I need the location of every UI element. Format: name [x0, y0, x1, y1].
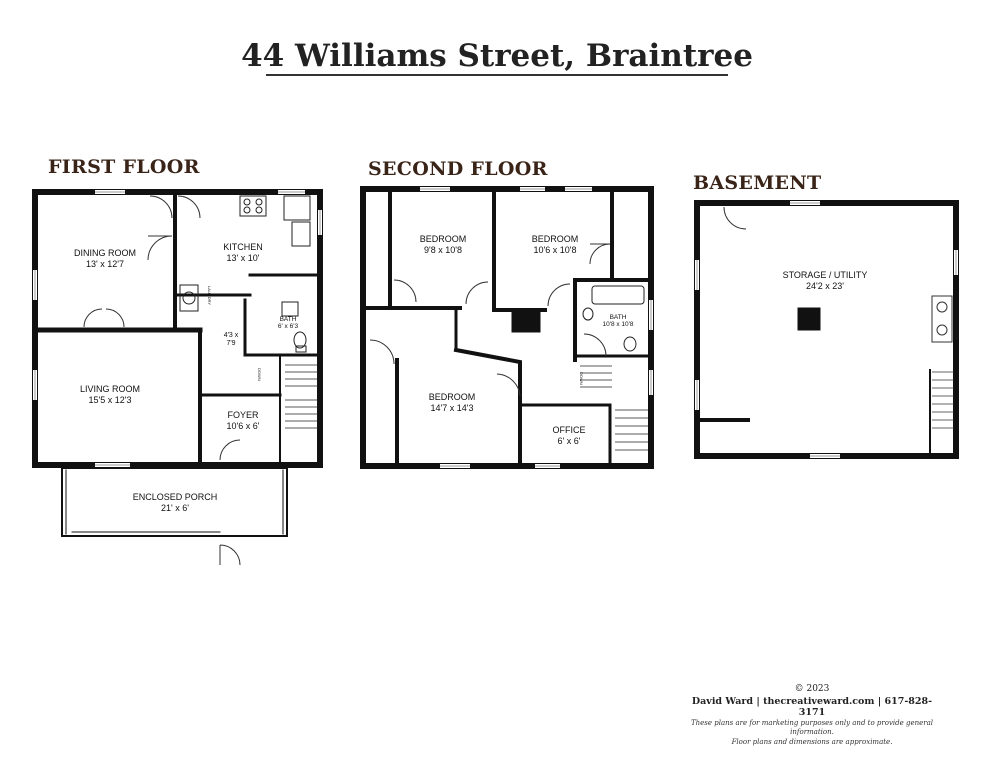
second-floor-window-glass	[420, 188, 652, 467]
copyright: © 2023	[794, 684, 830, 694]
disclaimer-line-1: These plans are for marketing purposes o…	[690, 719, 934, 736]
room-size: 24'2 x 23'	[806, 281, 844, 291]
room-name: ENCLOSED PORCH	[132, 492, 218, 502]
room-size: 10'6 x 10'8	[533, 245, 577, 255]
room-name: DINING ROOM	[74, 248, 136, 258]
room-hall: 4'3 x 7'9	[214, 332, 248, 348]
room-living: LIVING ROOM 15'5 x 12'3	[70, 384, 150, 406]
second-floor-doors	[369, 243, 611, 397]
room-bath-first: BATH 6' x 6'3	[270, 316, 306, 330]
room-size: 10'8 x 10'8	[602, 321, 634, 328]
second-floor-label: SECOND FLOOR	[368, 158, 548, 180]
room-kitchen: KITCHEN 13' x 10'	[210, 242, 276, 264]
room-name: BATH	[279, 316, 297, 323]
room-name: STORAGE / UTILITY	[782, 270, 868, 280]
room-size: 10'6 x 6'	[226, 421, 260, 431]
room-storage-utility: STORAGE / UTILITY 24'2 x 23'	[770, 270, 880, 292]
room-bath-second: BATH 10'8 x 10'8	[596, 314, 640, 328]
title-underline	[266, 74, 728, 76]
room-size: 14'7 x 14'3	[430, 403, 474, 413]
room-name: BEDROOM	[428, 392, 476, 402]
room-size: 13' x 10'	[226, 253, 260, 263]
disclaimer-line-2: Floor plans and dimensions are approxima…	[731, 738, 893, 746]
footer-credits: © 2023 David Ward | thecreativeward.com …	[682, 684, 942, 747]
stair-down-label-first: DOWN	[257, 368, 262, 381]
first-floor-label: FIRST FLOOR	[48, 156, 200, 178]
room-dining: DINING ROOM 13' x 12'7	[70, 248, 140, 270]
room-name: OFFICE	[552, 425, 586, 435]
room-name: BEDROOM	[531, 234, 579, 244]
first-floor-doors	[83, 195, 241, 566]
contact-info: David Ward | thecreativeward.com | 617-8…	[691, 696, 933, 718]
room-size: 9'8 x 10'8	[424, 245, 462, 255]
room-size: 21' x 6'	[161, 503, 189, 513]
laundry-label: LAUNDRY	[207, 286, 212, 306]
first-floor-fixtures	[179, 195, 318, 429]
basement-plan	[694, 200, 959, 459]
room-size: 7'9	[226, 340, 236, 347]
room-bedroom-3: BEDROOM 14'7 x 14'3	[417, 392, 487, 414]
page-title: 44 Williams Street, Braintree	[241, 38, 753, 74]
basement-label: BASEMENT	[693, 172, 822, 194]
room-size: 6' x 6'	[557, 436, 581, 446]
room-name: BEDROOM	[419, 234, 467, 244]
first-floor-window-glass	[34, 191, 321, 466]
first-floor-plan	[32, 189, 323, 537]
room-name: FOYER	[227, 410, 259, 420]
room-name: BATH	[609, 314, 627, 321]
stair-down-label-second: DOWN	[579, 372, 584, 385]
room-foyer: FOYER 10'6 x 6'	[215, 410, 271, 432]
room-porch: ENCLOSED PORCH 21' x 6'	[110, 492, 240, 514]
room-name: LIVING ROOM	[79, 384, 140, 394]
room-size: 15'5 x 12'3	[88, 395, 132, 405]
room-size: 6' x 6'3	[277, 323, 299, 330]
basement-window-glass	[696, 202, 957, 457]
basement-fixtures	[723, 206, 954, 429]
room-bedroom-2: BEDROOM 10'6 x 10'8	[520, 234, 590, 256]
room-name: 4'3 x	[223, 332, 239, 339]
second-floor-fixtures	[580, 285, 648, 451]
room-bedroom-1: BEDROOM 9'8 x 10'8	[408, 234, 478, 256]
second-floor-plan	[360, 186, 654, 469]
room-name: KITCHEN	[223, 242, 263, 252]
room-size: 13' x 12'7	[86, 259, 124, 269]
room-office: OFFICE 6' x 6'	[544, 425, 594, 447]
